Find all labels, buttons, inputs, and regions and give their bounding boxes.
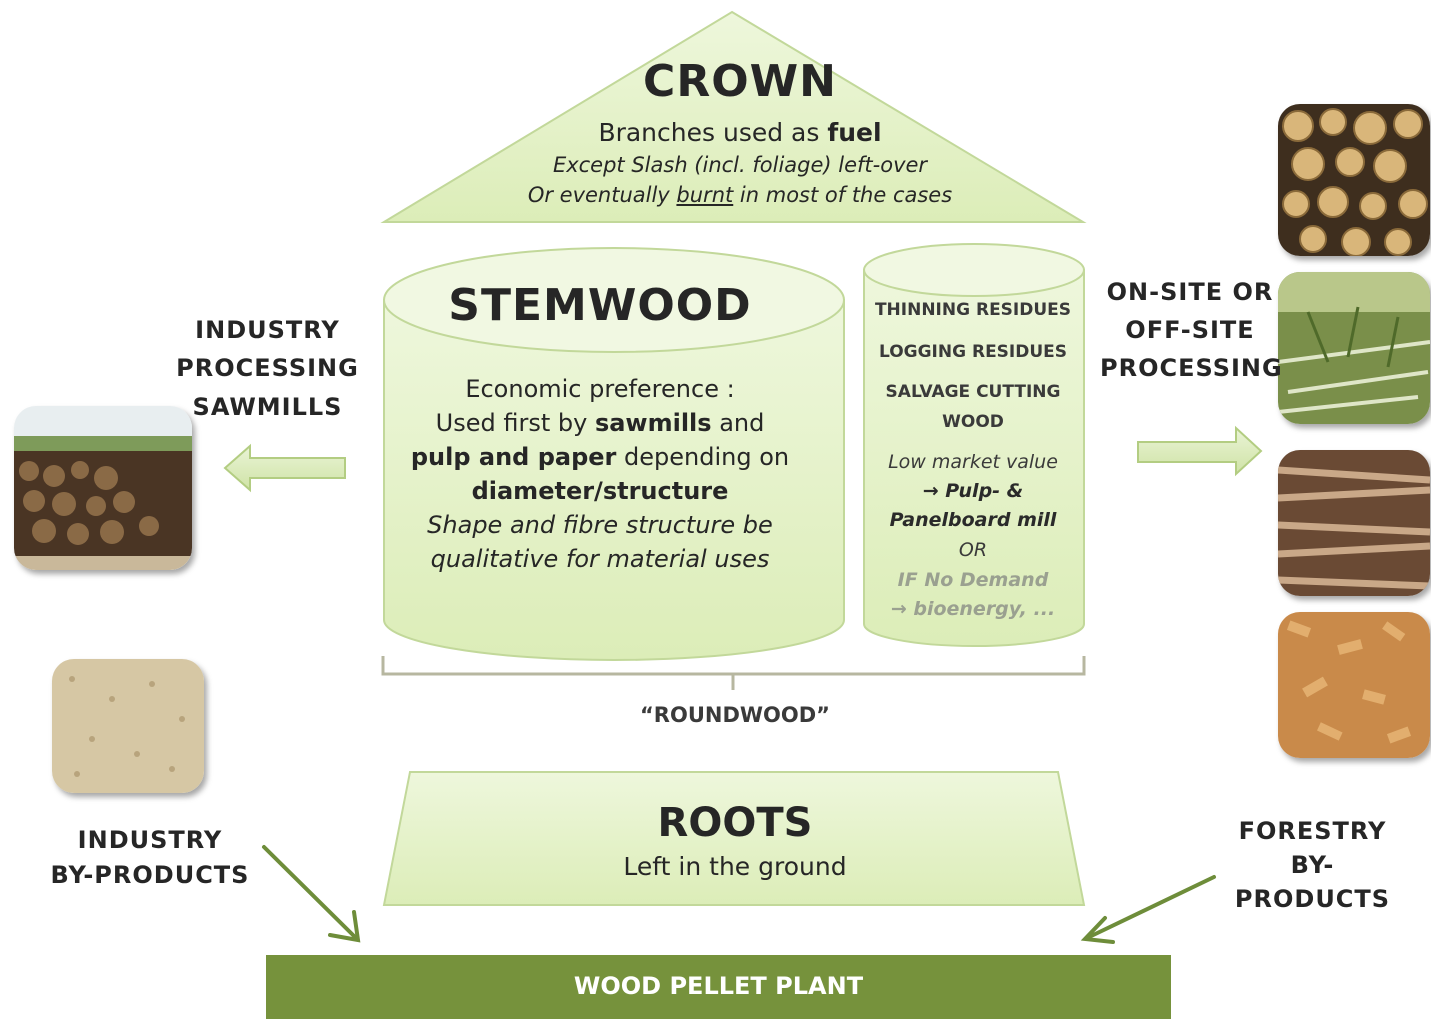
offsite-label: OFF-SITE [1125, 316, 1255, 344]
salvage-cutting-label: SALVAGE CUTTING [885, 382, 1061, 402]
roundwood-label: “ROUNDWOOD” [640, 703, 830, 727]
no-demand-text: IF No Demand [897, 569, 1049, 591]
sawmill-log-pile-photo [14, 406, 192, 570]
crown-fuel-text: Branches used as fuel [598, 118, 882, 147]
stacked-logs-photo [1278, 450, 1430, 596]
crown-triangle [380, 10, 1087, 223]
low-market-value-text: Low market value [888, 451, 1058, 473]
panelboard-text: Panelboard mill [889, 509, 1057, 531]
pulp-text: → Pulp- & [922, 480, 1024, 502]
forestry-byproducts-arrow [1080, 875, 1216, 944]
wood-pellet-plant-label: WOOD PELLET PLANT [573, 972, 864, 1000]
roots-description: Left in the ground [623, 852, 847, 881]
forestry-byproducts-line2: BY- [1290, 851, 1335, 879]
residues-cylinder [863, 243, 1085, 647]
roots-trapezoid [382, 771, 1086, 906]
salvage-wood-label: WOOD [942, 412, 1004, 432]
stemwood-title: STEMWOOD [448, 280, 752, 331]
stemwood-cylinder [383, 247, 845, 661]
forest-residues-photo [1278, 272, 1430, 424]
stemwood-description: Economic preference : Used first by sawm… [410, 375, 790, 573]
processing-label: PROCESSING [176, 354, 359, 382]
forestry-byproducts-line3: PRODUCTS [1234, 885, 1391, 913]
log-ends-photo [1278, 104, 1430, 256]
crown-title: CROWN [643, 56, 837, 107]
wood-pellet-plant-bar [266, 955, 1171, 1019]
industry-byproducts-line2: BY-PRODUCTS [50, 861, 250, 889]
bioenergy-text: → bioenergy, ... [890, 598, 1056, 620]
thinning-residues-label: THINNING RESIDUES [874, 300, 1072, 320]
onsite-label: ON-SITE OR [1106, 278, 1274, 306]
or-text: OR [958, 539, 988, 561]
logging-residues-label: LOGGING RESIDUES [878, 342, 1068, 362]
industry-label: INDUSTRY [195, 316, 340, 344]
roundwood-brace [381, 656, 1086, 690]
forestry-byproducts-line1: FORESTRY [1238, 817, 1387, 845]
industry-byproducts-line1: INDUSTRY [77, 826, 223, 854]
left-arrow [223, 443, 346, 493]
right-processing-label: PROCESSING [1100, 354, 1283, 382]
crown-burnt-text: Or eventually burnt in most of the cases [527, 183, 953, 207]
crown-slash-text: Except Slash (incl. foliage) left-over [552, 153, 928, 177]
roots-title: ROOTS [657, 800, 813, 846]
sawmills-label: SAWMILLS [192, 393, 343, 421]
wood-chips-photo [1278, 612, 1430, 758]
right-arrow [1137, 425, 1263, 477]
industry-byproducts-arrow [262, 845, 361, 943]
sawdust-photo [52, 659, 204, 793]
